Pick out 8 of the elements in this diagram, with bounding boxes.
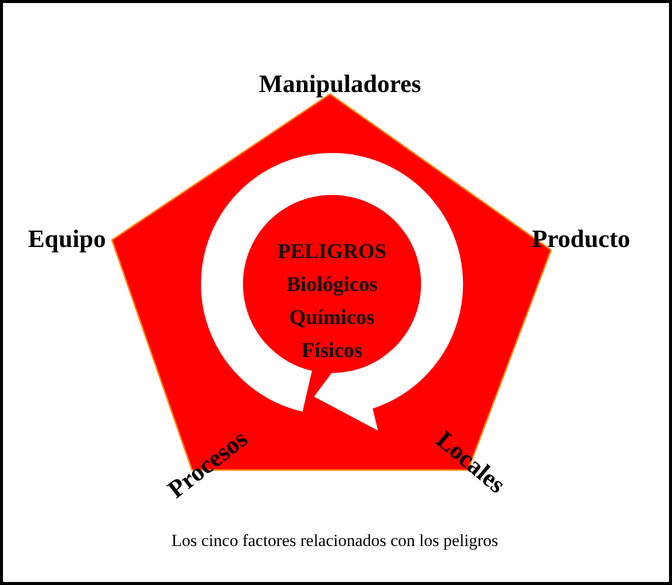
- hazard-heading: PELIGROS: [276, 238, 388, 265]
- hazard-type: Biológicos: [285, 271, 378, 298]
- hazard-type: Físicos: [300, 337, 364, 364]
- hazard-type: Químicos: [288, 304, 376, 331]
- factor-label: Manipuladores: [259, 71, 422, 99]
- factor-label: Producto: [532, 226, 630, 254]
- caption: Los cinco factores relacionados con los peligros: [172, 531, 498, 551]
- factor-label: Equipo: [28, 226, 106, 254]
